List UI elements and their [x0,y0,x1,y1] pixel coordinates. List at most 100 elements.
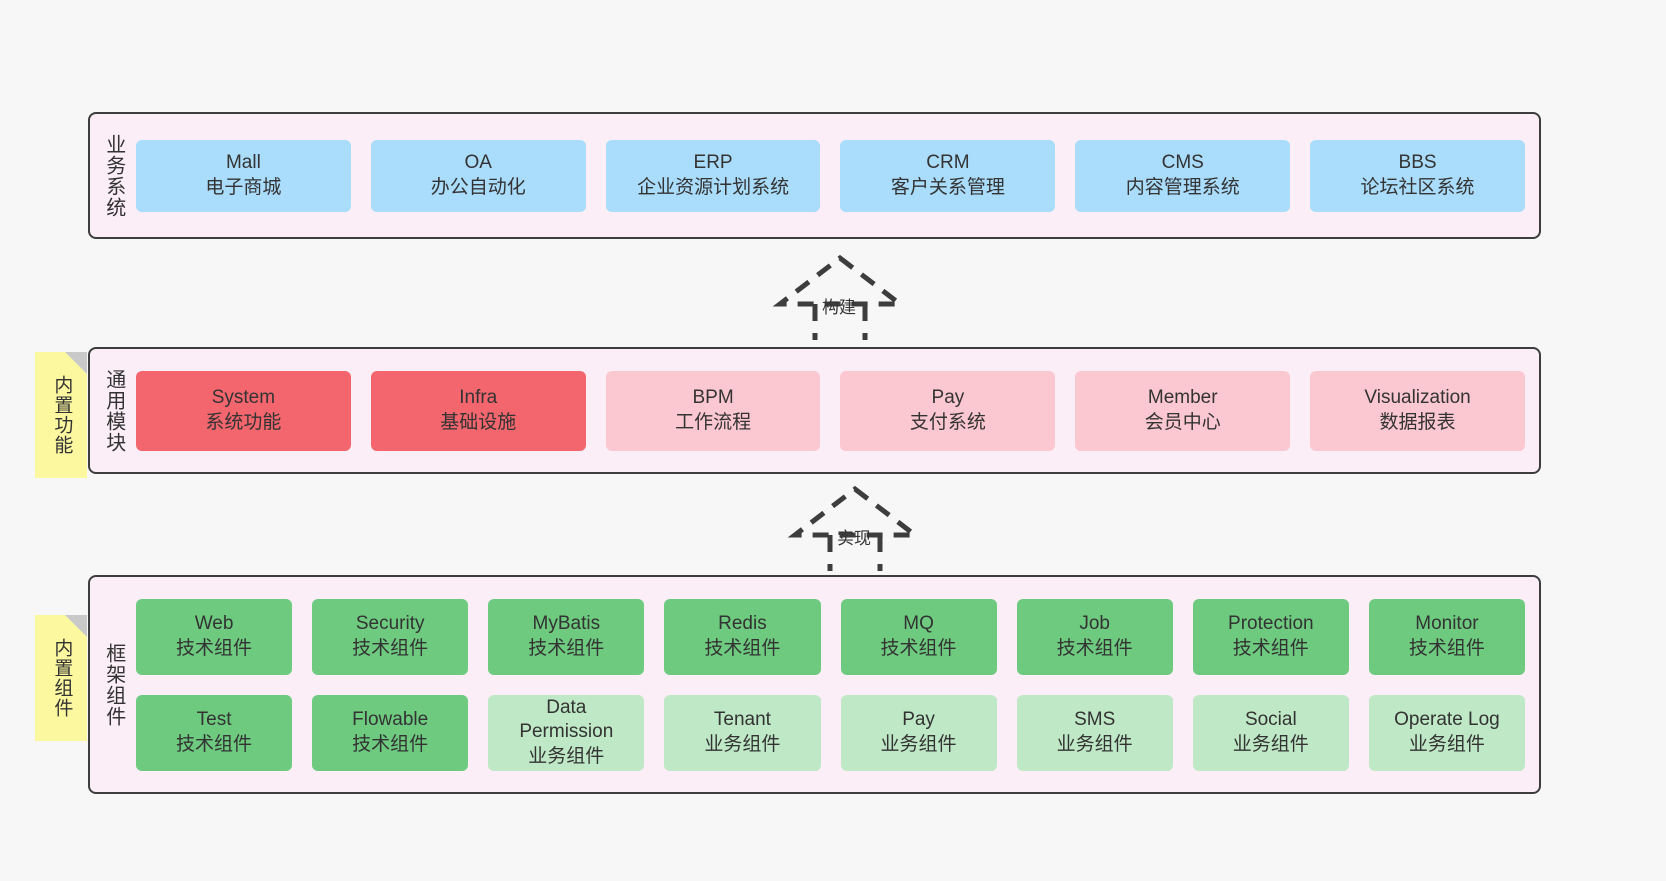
component-box-data-permission-name2: Permission [519,721,614,743]
module-box-system-desc: 系统功能 [205,411,282,433]
component-box-monitor-desc: 技术组件 [1408,637,1485,659]
component-box-test-desc: 技术组件 [176,733,253,755]
implement-arrowhead [787,485,923,538]
component-box-redis-name: Redis [718,613,767,635]
component-box-job-desc: 技术组件 [1056,637,1133,659]
component-box-protection-name: Protection [1228,613,1314,635]
component-box-test[interactable]: Test 技术组件 [136,694,293,771]
business-box-erp-desc: 企业资源计划系统 [637,176,790,198]
business-box-bbs-desc: 论坛社区系统 [1360,176,1475,198]
layer-framework-component-body: Web 技术组件 Security 技术组件 MyBatis 技术组件 Redi… [136,577,1539,792]
component-box-redis-desc: 技术组件 [704,637,781,659]
component-box-flowable-desc: 技术组件 [352,733,429,755]
layer-common-module-body: System 系统功能 Infra 基础设施 BPM 工作流程 Pay 支付系统… [136,349,1539,472]
note-builtin-component: 内置组件 [35,615,87,741]
component-box-pay-name: Pay [902,709,935,731]
module-box-system[interactable]: System 系统功能 [136,370,351,451]
note-builtin-component-label: 内置组件 [51,638,73,718]
component-box-security-name: Security [355,613,425,635]
component-box-data-permission-name: Data [546,697,587,719]
module-box-pay-desc: 支付系统 [909,411,986,433]
module-box-member-name: Member [1147,387,1218,409]
build-arrowhead [772,254,908,307]
component-box-protection[interactable]: Protection 技术组件 [1192,598,1349,675]
module-box-infra[interactable]: Infra 基础设施 [370,370,586,451]
layer-business-system-body: Mall 电子商城 OA 办公自动化 ERP 企业资源计划系统 CRM 客户关系… [136,114,1539,237]
layer-common-module: 通用模块 System 系统功能 Infra 基础设施 BPM 工作流程 Pay… [88,347,1541,474]
component-box-job[interactable]: Job 技术组件 [1016,598,1173,675]
component-box-tenant[interactable]: Tenant 业务组件 [664,694,821,771]
component-box-security-desc: 技术组件 [352,637,429,659]
business-box-bbs-name: BBS [1398,152,1437,174]
business-box-mall-desc: 电子商城 [205,176,282,198]
component-box-mq-name: MQ [903,613,934,635]
component-box-monitor-name: Monitor [1415,613,1479,635]
layer-common-module-label: 通用模块 [102,368,125,453]
business-box-crm-desc: 客户关系管理 [890,176,1005,198]
component-box-pay[interactable]: Pay 业务组件 [840,694,997,771]
component-box-sms-name: SMS [1074,709,1116,731]
module-box-visualization-desc: 数据报表 [1379,411,1456,433]
business-box-erp[interactable]: ERP 企业资源计划系统 [605,139,821,212]
connector-implement: 实现 [770,485,940,571]
component-box-pay-desc: 业务组件 [880,733,957,755]
component-box-mybatis[interactable]: MyBatis 技术组件 [488,598,645,675]
component-box-social[interactable]: Social 业务组件 [1192,694,1349,771]
connector-build-label: 构建 [822,298,856,317]
component-box-operate-log-desc: 业务组件 [1408,733,1485,755]
component-box-mq[interactable]: MQ 技术组件 [840,598,997,675]
module-box-member-desc: 会员中心 [1144,411,1221,433]
connector-build: 构建 [755,254,925,340]
note-fold-corner-icon [65,352,87,374]
note-fold-corner-icon [65,615,87,637]
module-box-pay[interactable]: Pay 支付系统 [840,370,1056,451]
business-box-oa[interactable]: OA 办公自动化 [370,139,586,212]
module-box-infra-desc: 基础设施 [440,411,517,433]
note-builtin-feature: 内置功能 [35,352,87,478]
framework-component-row-2: Test 技术组件 Flowable 技术组件 Data Permission … [136,694,1525,771]
module-box-bpm-desc: 工作流程 [675,411,752,433]
layer-framework-component-label: 框架组件 [102,642,125,727]
business-box-oa-desc: 办公自动化 [430,176,526,198]
implement-stem [827,535,883,571]
component-box-flowable[interactable]: Flowable 技术组件 [312,694,469,771]
module-box-bpm-name: BPM [692,387,734,409]
business-box-cms[interactable]: CMS 内容管理系统 [1075,139,1291,212]
business-box-cms-name: CMS [1161,152,1204,174]
module-box-bpm[interactable]: BPM 工作流程 [605,370,821,451]
module-box-member[interactable]: Member 会员中心 [1075,370,1291,451]
component-box-security[interactable]: Security 技术组件 [312,598,469,675]
connector-implement-label: 实现 [837,529,871,548]
layer-framework-component: 框架组件 Web 技术组件 Security 技术组件 MyBatis 技术组件… [88,575,1541,794]
business-box-mall-name: Mall [225,152,261,174]
component-box-operate-log[interactable]: Operate Log 业务组件 [1368,694,1525,771]
component-box-mq-desc: 技术组件 [880,637,957,659]
module-box-visualization[interactable]: Visualization 数据报表 [1310,370,1525,451]
component-box-tenant-name: Tenant [713,709,771,731]
business-box-cms-desc: 内容管理系统 [1125,176,1240,198]
component-box-job-name: Job [1079,613,1110,635]
component-box-mybatis-desc: 技术组件 [528,637,605,659]
component-box-flowable-name: Flowable [352,709,429,731]
component-box-web[interactable]: Web 技术组件 [136,598,293,675]
component-box-tenant-desc: 业务组件 [704,733,781,755]
component-box-social-desc: 业务组件 [1232,733,1309,755]
component-box-protection-desc: 技术组件 [1232,637,1309,659]
business-box-bbs[interactable]: BBS 论坛社区系统 [1310,139,1525,212]
component-box-monitor[interactable]: Monitor 技术组件 [1368,598,1525,675]
component-box-social-name: Social [1244,709,1297,731]
component-box-sms[interactable]: SMS 业务组件 [1016,694,1173,771]
business-box-crm[interactable]: CRM 客户关系管理 [840,139,1056,212]
component-box-redis[interactable]: Redis 技术组件 [664,598,821,675]
note-builtin-feature-label: 内置功能 [51,375,73,455]
business-box-erp-name: ERP [693,152,733,174]
framework-component-row-1: Web 技术组件 Security 技术组件 MyBatis 技术组件 Redi… [136,598,1525,675]
layer-business-system-label: 业务系统 [102,133,125,218]
business-box-mall[interactable]: Mall 电子商城 [136,139,351,212]
component-box-sms-desc: 业务组件 [1056,733,1133,755]
common-module-row: System 系统功能 Infra 基础设施 BPM 工作流程 Pay 支付系统… [136,370,1525,451]
component-box-data-permission[interactable]: Data Permission 业务组件 [488,694,645,771]
component-box-web-name: Web [194,613,234,635]
layer-business-system: 业务系统 Mall 电子商城 OA 办公自动化 ERP 企业资源计划系统 CRM… [88,112,1541,239]
